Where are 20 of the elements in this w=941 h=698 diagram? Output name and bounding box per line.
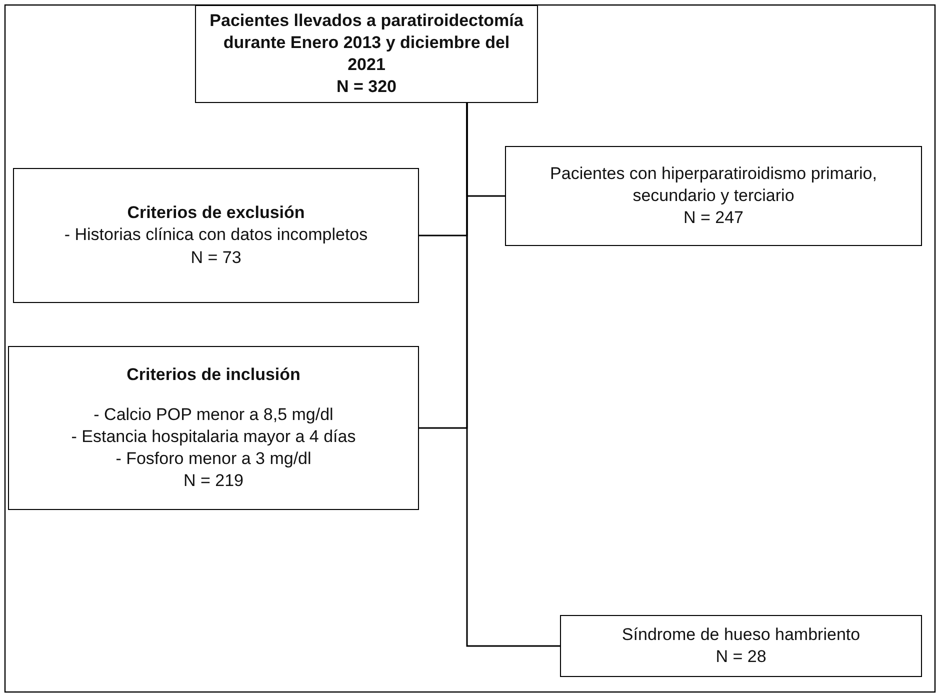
process-box	[505, 146, 922, 246]
box-text: - Estancia hospitalaria mayor a 4 días	[70, 426, 357, 448]
box-text: N = 320	[335, 76, 398, 98]
box-text: - Fosforo menor a 3 mg/dl	[114, 448, 312, 470]
box-heading: Criterios de inclusión	[126, 364, 302, 386]
box-text: - Calcio POP menor a 8,5 mg/dl	[92, 404, 334, 426]
box-text: N = 28	[714, 646, 768, 668]
box-heading: Criterios de exclusión	[126, 202, 306, 224]
result-box	[560, 615, 922, 677]
box-text: Pacientes con hiperparatiroidismo primario, secundario y terciario	[549, 162, 878, 207]
box-text: N = 219	[182, 470, 244, 492]
inclusion-box	[8, 346, 419, 510]
box-text: N = 247	[682, 207, 744, 230]
box-text: N = 73	[190, 246, 242, 269]
exclusion-box	[13, 168, 419, 303]
box-text: Síndrome de hueso hambriento	[620, 624, 862, 646]
box-text: - Historias clínica con datos incompletos	[63, 224, 369, 246]
process-box	[195, 5, 538, 103]
connector-line	[466, 103, 560, 647]
box-text: Pacientes llevados a paratiroidectomía durante Enero 2013 y diciembre del 2021	[208, 10, 524, 76]
